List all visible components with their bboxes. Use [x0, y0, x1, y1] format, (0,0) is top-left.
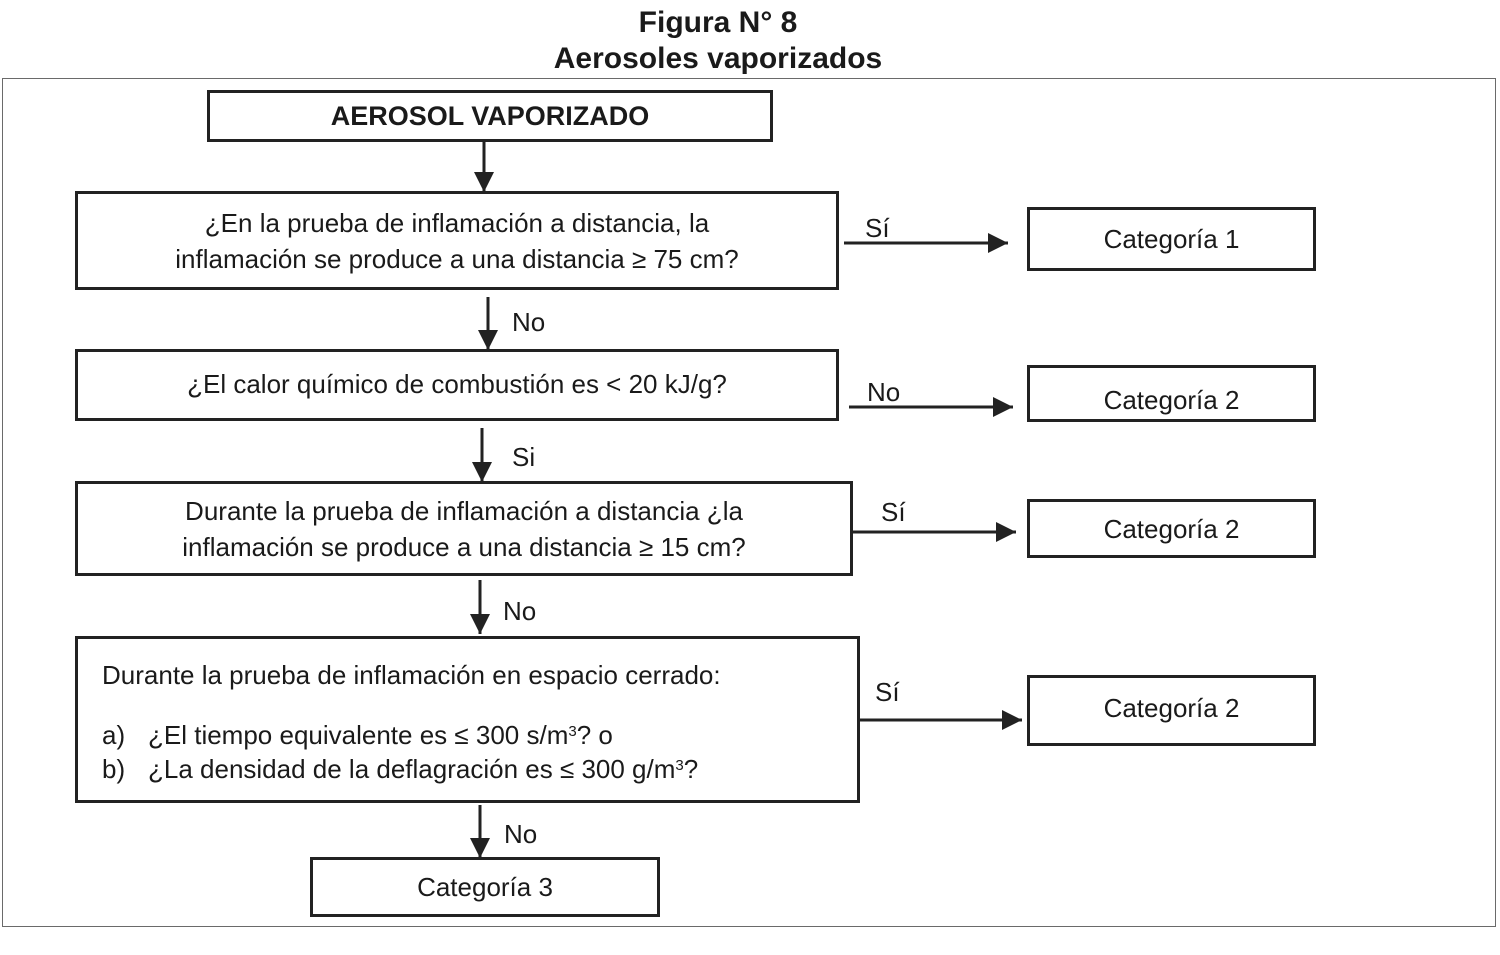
- option-b-key: b): [102, 754, 126, 784]
- result-box-3: Categoría 2: [1027, 499, 1316, 558]
- question-3-line-2: inflamación se produce a una distancia ≥…: [182, 531, 746, 562]
- question-2-text: ¿El calor químico de combustión es < 20 …: [187, 369, 727, 399]
- result-5-label: Categoría 3: [417, 872, 553, 902]
- result-4-label: Categoría 2: [1103, 693, 1240, 723]
- question-3-line-1: Durante la prueba de inflamación a dista…: [185, 495, 743, 526]
- question-1-line-2: inflamación se produce a una distancia ≥…: [175, 243, 739, 274]
- q2-yes-label: Si: [512, 442, 536, 472]
- result-1-label: Categoría 1: [1103, 224, 1240, 254]
- diagram-frame: [2, 78, 1496, 927]
- result-box-2: Categoría 2: [1027, 365, 1316, 422]
- result-3-label: Categoría 2: [1103, 513, 1240, 544]
- option-a-text: ¿El tiempo equivalente es ≤ 300 s/m3? o: [148, 720, 613, 750]
- question-4-option-a: a) ¿El tiempo equivalente es ≤ 300 s/m3?…: [102, 717, 613, 753]
- figure-title: Aerosoles vaporizados: [553, 42, 883, 75]
- question-1-line-1: ¿En la prueba de inflamación a distancia…: [204, 207, 710, 238]
- result-2-label: Categoría 2: [1103, 385, 1240, 415]
- q2-no-label: No: [867, 377, 901, 407]
- q1-no-label: No: [512, 307, 546, 337]
- q1-yes-label: Sí: [865, 213, 890, 243]
- start-label: AEROSOL VAPORIZADO: [330, 101, 650, 131]
- question-3-box: Durante la prueba de inflamación a dista…: [75, 481, 853, 576]
- option-b-text: ¿La densidad de la deflagración es ≤ 300…: [148, 754, 699, 784]
- result-box-4: Categoría 2: [1027, 675, 1316, 746]
- question-4-option-b: b) ¿La densidad de la deflagración es ≤ …: [102, 751, 698, 787]
- q3-no-label: No: [503, 596, 537, 626]
- question-4-box: Durante la prueba de inflamación en espa…: [75, 636, 860, 803]
- question-4-intro: Durante la prueba de inflamación en espa…: [102, 660, 721, 690]
- figure-number: Figura N° 8: [638, 6, 798, 39]
- option-a-key: a): [102, 720, 126, 750]
- q4-no-label: No: [504, 819, 538, 849]
- q3-yes-label: Sí: [881, 497, 906, 527]
- q4-yes-label: Sí: [875, 677, 900, 707]
- question-1-box: ¿En la prueba de inflamación a distancia…: [75, 191, 839, 290]
- start-box: AEROSOL VAPORIZADO: [207, 90, 773, 142]
- result-box-1: Categoría 1: [1027, 207, 1316, 271]
- question-2-box: ¿El calor químico de combustión es < 20 …: [75, 349, 839, 421]
- result-box-5: Categoría 3: [310, 857, 660, 917]
